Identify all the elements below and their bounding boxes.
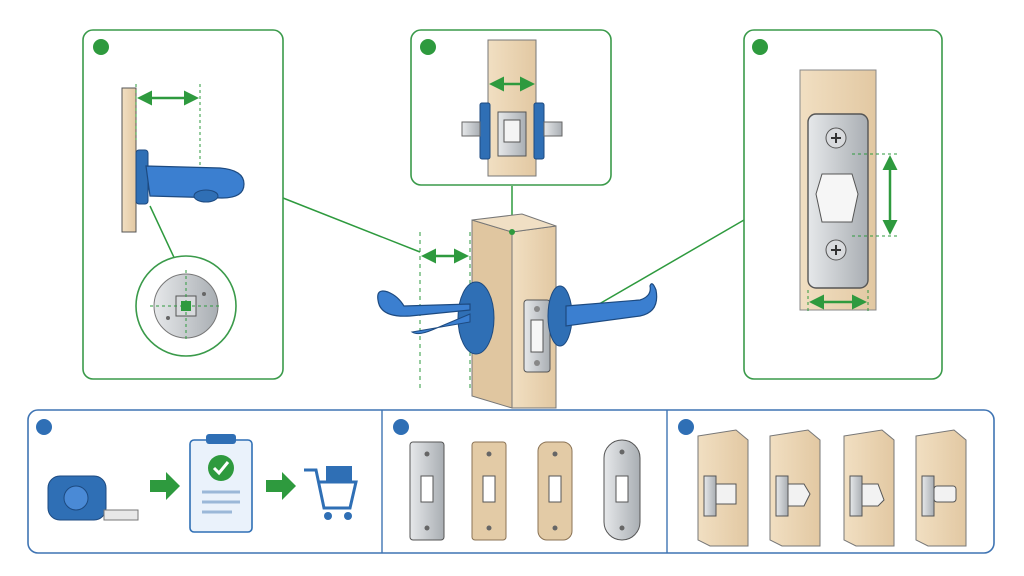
step-marker-dot bbox=[420, 39, 436, 55]
arrow-icon bbox=[150, 472, 180, 500]
step-marker-dot bbox=[752, 39, 768, 55]
step-marker-dot bbox=[93, 39, 109, 55]
lever-handle-left-icon bbox=[377, 290, 471, 317]
tape-measure-icon bbox=[47, 475, 139, 521]
central-door-illustration bbox=[377, 213, 658, 409]
arrow-icon bbox=[266, 472, 296, 500]
faceplate-style-square-brass bbox=[471, 441, 507, 541]
step-marker-dot bbox=[393, 419, 409, 435]
bottom-strip bbox=[27, 409, 995, 554]
step-marker-dot bbox=[36, 419, 52, 435]
shopping-cart-icon bbox=[304, 466, 358, 520]
latch-type-1 bbox=[697, 429, 749, 547]
lever-handle-icon bbox=[145, 165, 245, 199]
latch-type-2 bbox=[769, 429, 821, 547]
checklist-icon bbox=[189, 434, 253, 533]
backset-detail-panel bbox=[82, 29, 284, 380]
door-thickness-panel bbox=[410, 29, 612, 186]
step-marker-dot bbox=[678, 419, 694, 435]
lever-handle-right-icon bbox=[565, 283, 658, 327]
faceplate-size-panel bbox=[743, 29, 943, 380]
faceplate-style-round-steel bbox=[603, 439, 641, 541]
faceplate-style-radius-brass bbox=[537, 441, 573, 541]
door-edge-icon bbox=[121, 87, 137, 233]
latch-type-4 bbox=[915, 429, 967, 547]
faceplate-style-square-steel bbox=[409, 441, 445, 541]
latch-type-3 bbox=[843, 429, 895, 547]
